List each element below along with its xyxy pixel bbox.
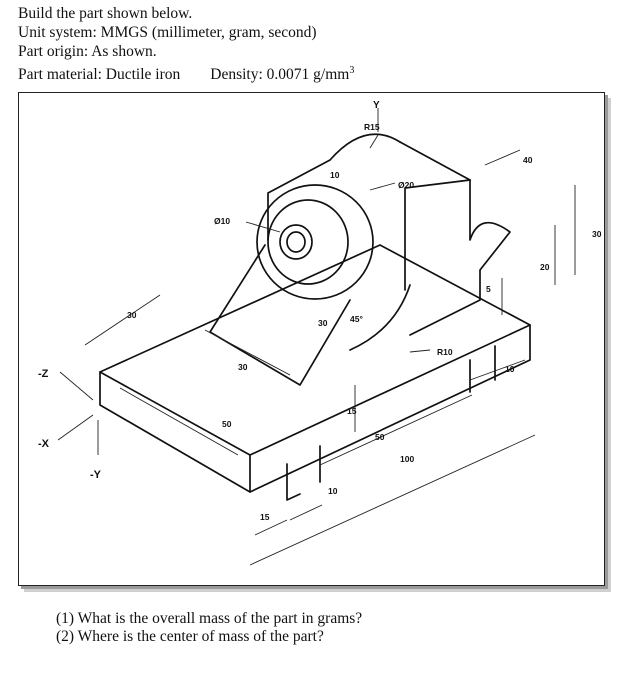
part-origin: Part origin: As shown. [18,43,157,60]
axis-x-label: -X [38,438,50,450]
label-100: 100 [400,454,414,464]
boss-hole-inner [286,231,306,253]
slanted-rib [209,244,351,386]
leader-phi10 [245,221,281,233]
dim-30-left [84,294,161,346]
base-front-face [99,371,251,493]
axis-y-label: -Y [90,469,102,481]
front-slot [286,445,321,501]
label-30-incl: 30 [318,318,328,328]
boss-mid [267,199,349,285]
label-10-right: 10 [505,364,515,374]
density: Density: 0.0071 g/mm [210,66,350,84]
material-line: Part material: Ductile iron Density: 0.00… [18,61,354,84]
dim-50-front [319,394,473,466]
label-10-bottom: 10 [328,486,338,496]
bracket-side [409,179,511,336]
label-phi10: Ø10 [214,216,230,226]
label-20: 20 [540,262,550,272]
boss-hole-outer [279,224,313,260]
question-2: (2) Where is the center of mass of the p… [56,628,324,645]
dim-10-bottom [289,504,323,521]
label-r15: R15 [364,122,380,132]
leader-r10 [409,349,431,353]
dim-30-mid [204,329,291,376]
drawing-frame [18,92,605,586]
header: Build the part shown below. Unit system:… [18,4,354,84]
label-50-front: 50 [375,432,385,442]
right-slot [469,345,496,393]
dim-15-bottom [254,519,288,536]
question-1: (1) What is the overall mass of the part… [56,610,363,627]
bracket-r10-curve [349,284,411,351]
label-30-right: 30 [592,229,602,239]
dim-40 [484,149,521,166]
material: Part material: Ductile iron [18,66,181,84]
questions: (1) What is the overall mass of the part… [56,610,362,646]
base-right-face [249,324,531,493]
density-exponent: 3 [349,65,355,76]
base-top-face [99,244,531,456]
header-title: Build the part shown below. [18,5,193,22]
dim-100 [249,434,536,566]
label-15-mid: 15 [347,406,357,416]
label-45: 45° [350,314,363,324]
label-40: 40 [523,155,533,165]
label-30-left: 30 [127,310,137,320]
label-5: 5 [486,284,491,294]
leader-phi20 [369,182,396,191]
label-30-mid: 30 [238,362,248,372]
boss-outer [256,184,374,300]
unit-system: Unit system: MMGS (millimeter, gram, sec… [18,24,317,41]
axis-y-top: Y [373,100,380,111]
axis-z-arrow [59,371,94,401]
dim-10-right [469,359,526,381]
label-phi20: Ø20 [398,180,414,190]
leader-r15 [369,134,379,149]
bracket-front [267,141,471,241]
axis-z-label: -Z [38,368,49,380]
label-r10: R10 [437,347,453,357]
bracket-top-notch [329,133,401,161]
bracket-right-face [404,179,471,291]
dim-50-left [119,387,239,456]
axis-x-arrow [57,414,94,441]
label-15-bottom: 15 [260,512,270,522]
label-50-left: 50 [222,419,232,429]
label-10-top: 10 [330,170,340,180]
